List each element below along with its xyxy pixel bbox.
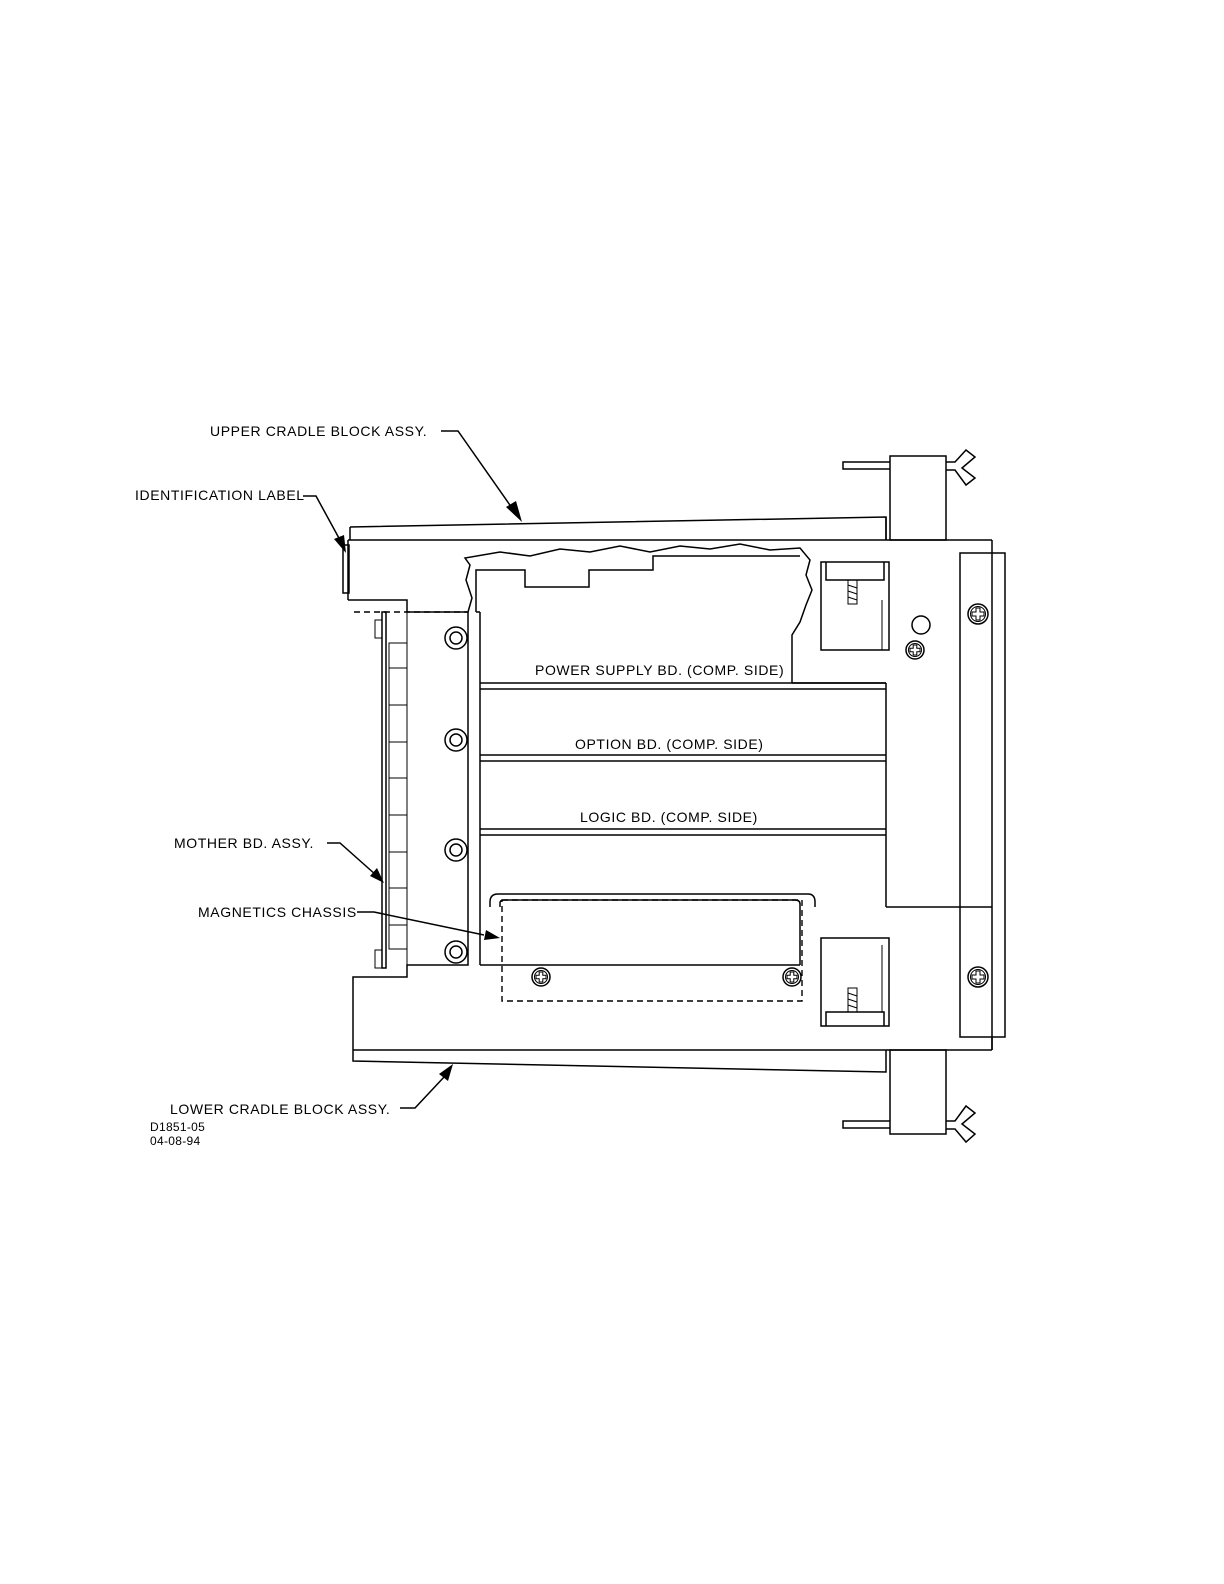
top-mounting-rail (843, 450, 975, 540)
leader-magnetics-chassis (357, 912, 500, 940)
panel-screw-icon (968, 604, 988, 624)
label-mother-board: MOTHER BD. ASSY. (174, 835, 314, 851)
lower-right-bracket (821, 938, 889, 1026)
logic-board (480, 829, 886, 835)
bottom-mounting-rail (843, 1050, 975, 1142)
lower-cradle-block (353, 1050, 886, 1072)
label-logic-board: LOGIC BD. (COMP. SIDE) (580, 809, 758, 825)
screw-icon (783, 968, 801, 986)
drawing-number: D1851-05 (150, 1120, 205, 1134)
grommets (445, 627, 467, 963)
leader-lower-cradle (400, 1064, 453, 1108)
leader-mother-board (327, 843, 384, 883)
label-option-board: OPTION BD. (COMP. SIDE) (575, 736, 764, 752)
screw-icon (906, 641, 924, 659)
power-supply-board (480, 683, 886, 689)
leader-identification-label (303, 496, 346, 553)
label-power-supply-board: POWER SUPPLY BD. (COMP. SIDE) (535, 662, 784, 678)
drawing-date: 04-08-94 (150, 1134, 200, 1148)
panel-screw-icon (968, 967, 988, 987)
label-lower-cradle-block: LOWER CRADLE BLOCK ASSY. (170, 1101, 390, 1117)
label-identification-label: IDENTIFICATION LABEL (135, 487, 305, 503)
leader-upper-cradle (441, 431, 522, 522)
label-magnetics-chassis: MAGNETICS CHASSIS (198, 904, 357, 920)
screw-icon (532, 968, 550, 986)
option-board (480, 755, 886, 761)
mother-board (375, 612, 407, 968)
chassis-side-panel (348, 540, 992, 1050)
label-upper-cradle-block: UPPER CRADLE BLOCK ASSY. (210, 423, 427, 439)
upper-right-bracket (821, 517, 930, 650)
